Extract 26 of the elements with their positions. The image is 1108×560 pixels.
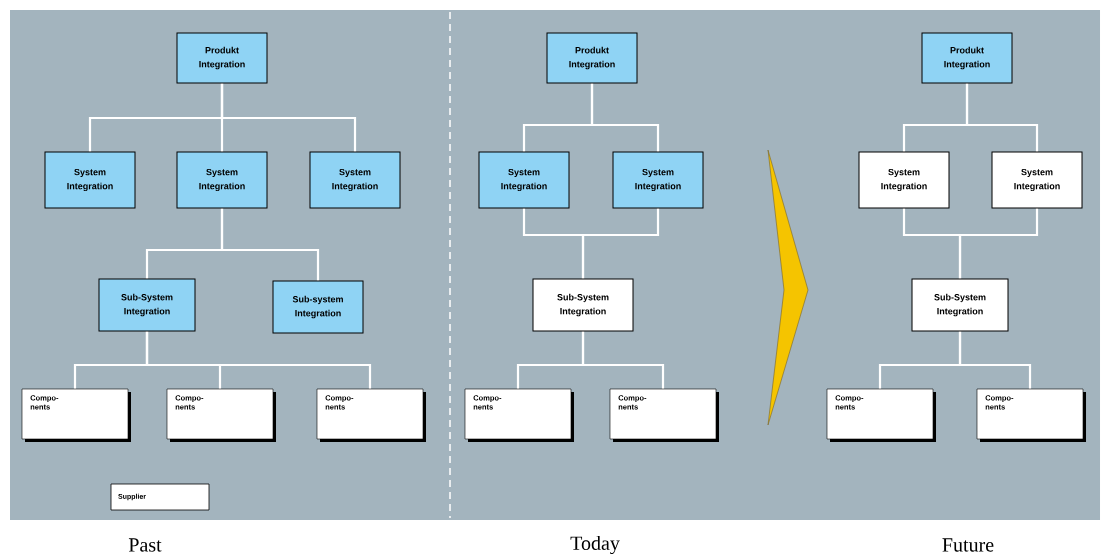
connector-line	[590, 83, 660, 152]
process-box: Sub-System Integration	[98, 278, 196, 332]
connector-line	[958, 208, 1039, 279]
process-box: System Integration	[612, 151, 704, 209]
process-box: Produkt Integration	[176, 32, 268, 84]
connector-line	[581, 331, 665, 389]
process-box: System Integration	[176, 151, 268, 209]
connector-line	[145, 331, 372, 389]
process-box: System Integration	[991, 151, 1083, 209]
connector-line	[958, 331, 1032, 389]
connector-line	[220, 83, 357, 152]
process-box: Sub-System Integration	[911, 278, 1009, 332]
process-box: System Integration	[478, 151, 570, 209]
process-box: Produkt Integration	[546, 32, 638, 84]
process-box: System Integration	[858, 151, 950, 209]
connector-line	[965, 83, 1039, 152]
panel-caption: Past	[128, 538, 162, 552]
connector-line	[220, 208, 320, 281]
process-box: Sub-System Integration	[532, 278, 634, 332]
process-box: System Integration	[309, 151, 401, 209]
panel-caption: Today	[570, 535, 620, 555]
panel-caption: Future	[942, 538, 994, 552]
connector-line	[581, 208, 660, 279]
process-box: Produkt Integration	[921, 32, 1013, 84]
process-box: System Integration	[44, 151, 136, 209]
process-box: Sub-system Integration	[272, 280, 364, 334]
